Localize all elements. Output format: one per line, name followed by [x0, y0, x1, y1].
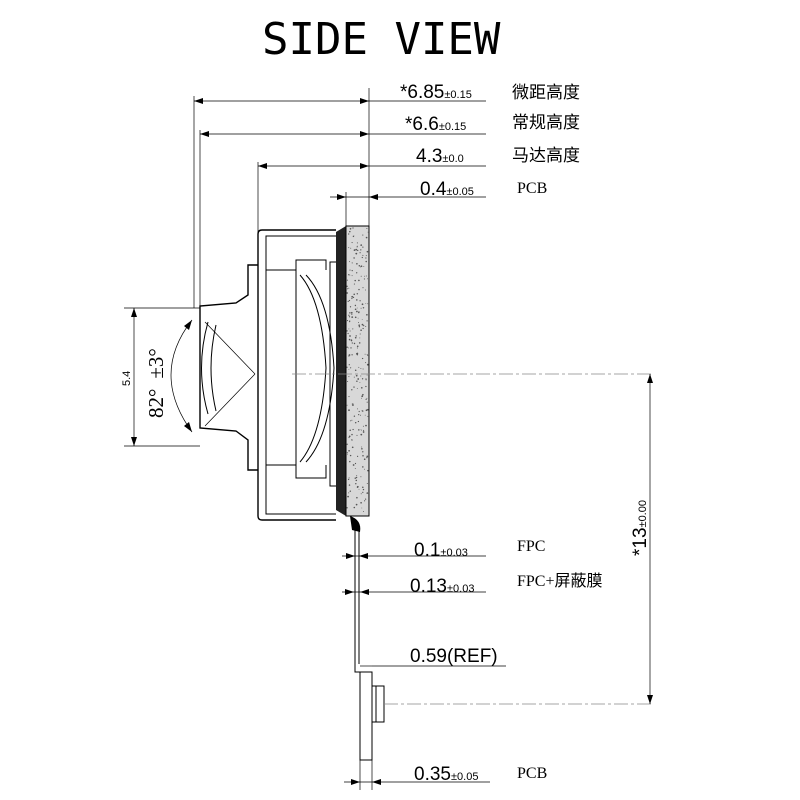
fov-angle: 82° — [144, 389, 168, 418]
dimension-tolerance: ±0.03 — [440, 547, 467, 559]
dimension-value: *6.85 — [400, 82, 444, 103]
dimension-label: 微距高度 — [512, 83, 580, 103]
arrow-icon — [131, 308, 137, 317]
arrow-icon — [258, 163, 267, 169]
fov-arc — [170, 319, 193, 433]
svg-text:0.13±0.03: 0.13±0.03 — [410, 576, 474, 597]
dimension-6-85: *6.85±0.15 微距高度 — [400, 82, 580, 103]
arrow-icon — [351, 779, 360, 785]
lens-height-value: 5.4 — [121, 371, 133, 386]
connector-body — [372, 685, 385, 723]
lens-holder-top — [266, 259, 327, 271]
dimension-value: 0.35 — [414, 764, 451, 785]
svg-text:0.35±0.05: 0.35±0.05 — [414, 764, 478, 785]
lens-barrel — [199, 264, 258, 471]
dimension-0-4: 0.4±0.05 PCB — [420, 179, 547, 200]
fov-ray — [204, 321, 256, 375]
lens-holder-bottom — [266, 464, 327, 479]
arrow-icon — [369, 194, 378, 200]
dimension-value: 0.4 — [420, 179, 447, 200]
connector-pcb — [359, 671, 373, 761]
arrow-icon — [360, 163, 369, 169]
dimension-value: 0.59(REF) — [410, 646, 498, 667]
dimension-value: *6.6 — [405, 114, 439, 135]
dimension-tolerance: ±0.15 — [439, 121, 466, 133]
fpc-cable — [354, 526, 652, 761]
svg-text:*13±0.00: *13±0.00 — [630, 500, 651, 556]
svg-text:0.1±0.03: 0.1±0.03 — [414, 540, 468, 561]
dimension-0-1: 0.1±0.03 FPC — [414, 538, 545, 561]
arrow-icon — [360, 131, 369, 137]
pcb-edge — [336, 226, 346, 516]
svg-text:4.3±0.0: 4.3±0.0 — [416, 146, 464, 167]
arrow-icon — [131, 437, 137, 446]
arrow-icon — [200, 131, 209, 137]
dimension-tolerance: ±0.05 — [451, 771, 478, 783]
arrow-icon — [647, 374, 653, 383]
dimension-label: 马达高度 — [512, 146, 580, 166]
dimension-0-59: 0.59(REF) — [410, 646, 498, 667]
dimension-0-13: 0.13±0.03 FPC+屏蔽膜 — [410, 572, 603, 597]
pcb-texture — [346, 227, 369, 512]
fov-tolerance: ±3° — [144, 348, 168, 378]
dimension-label: PCB — [517, 765, 547, 782]
arrow-icon — [346, 553, 355, 559]
dimension-value: 0.13 — [410, 576, 447, 597]
arrow-icon — [184, 422, 192, 432]
dimension-value: 0.1 — [414, 540, 440, 561]
svg-text:82°±3°: 82°±3° — [144, 348, 168, 418]
fov-label: 82°±3° — [144, 348, 168, 418]
dimension-4-3: 4.3±0.0 马达高度 — [416, 146, 580, 167]
camera-module — [199, 225, 370, 532]
svg-text:*6.85±0.15: *6.85±0.15 — [400, 82, 472, 103]
lens-element — [305, 274, 335, 463]
solder-joint — [350, 516, 361, 532]
dimension-tolerance: ±0.15 — [444, 89, 471, 101]
connector-board — [354, 664, 373, 761]
fov-ray — [204, 373, 256, 427]
arrow-icon — [345, 589, 354, 595]
arrow-icon — [360, 98, 369, 104]
arrow-icon — [360, 589, 369, 595]
dimension-tolerance: ±0.00 — [637, 500, 649, 527]
front-lens-surface — [210, 324, 217, 412]
dimension-tolerance: ±0.03 — [447, 583, 474, 595]
arrow-icon — [359, 553, 368, 559]
dimension-13: *13±0.00 — [630, 500, 651, 556]
arrow-icon — [372, 779, 381, 785]
dimension-value: *13 — [630, 527, 651, 556]
arrow-icon — [194, 98, 203, 104]
motor-housing — [257, 229, 336, 521]
dimension-label: PCB — [517, 180, 547, 197]
drawing-title: SIDE VIEW — [262, 14, 501, 65]
dimension-label: 常规高度 — [512, 113, 580, 133]
dimension-label: FPC — [517, 538, 545, 555]
svg-text:*6.6±0.15: *6.6±0.15 — [405, 114, 466, 135]
dimension-tolerance: ±0.0 — [442, 153, 463, 165]
dimension-6-6: *6.6±0.15 常规高度 — [405, 113, 580, 135]
dimension-value: 4.3 — [416, 146, 442, 167]
housing-inner — [265, 235, 336, 515]
arrow-icon — [184, 320, 192, 330]
pcb-board — [345, 225, 370, 517]
dimension-tolerance: ±0.05 — [446, 186, 473, 198]
arrow-icon — [337, 194, 346, 200]
lens-element — [299, 274, 327, 463]
arrow-icon — [647, 695, 653, 704]
dimension-label: FPC+屏蔽膜 — [517, 572, 603, 590]
dimension-0-35: 0.35±0.05 PCB — [414, 764, 547, 785]
front-lens-surface — [201, 321, 209, 415]
svg-text:0.4±0.05: 0.4±0.05 — [420, 179, 474, 200]
